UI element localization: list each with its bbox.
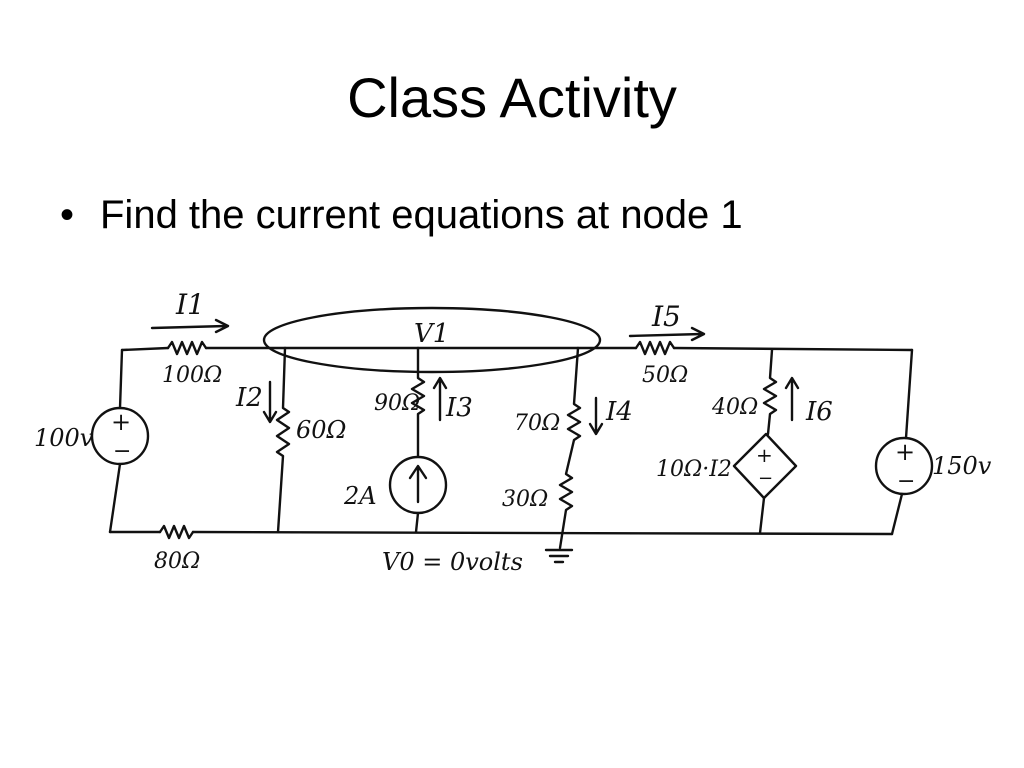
left-wire-lower	[108, 462, 122, 534]
bullet-text: Find the current equations at node 1	[100, 193, 743, 237]
current-i2-arrow	[262, 380, 278, 424]
right-wire-upper	[904, 348, 914, 440]
resistor-80-label: 80Ω	[154, 549, 200, 574]
current-i2-label: I2	[235, 383, 263, 413]
ground-symbol	[544, 548, 574, 564]
resistor-70-label: 70Ω	[514, 411, 560, 436]
bullet-marker: •	[60, 193, 75, 237]
branch-90-lower-wire	[414, 511, 420, 534]
branch-70-wire	[558, 346, 582, 550]
current-i4-arrow	[588, 396, 604, 436]
branch-40-lower-wire	[758, 496, 766, 535]
current-i3-arrow	[432, 376, 448, 422]
svg-text:−: −	[113, 439, 131, 464]
resistor-30-label: 30Ω	[502, 487, 548, 512]
svg-text:+: +	[756, 443, 773, 467]
source-2a-label: 2A	[343, 482, 377, 510]
ground-voltage-note: V0 = 0volts	[382, 548, 523, 576]
current-i5-label: I5	[651, 300, 681, 333]
right-wire-lower	[890, 492, 904, 536]
top-wire-right	[672, 346, 914, 352]
branch-90-wire	[410, 346, 426, 458]
resistor-40-label: 40Ω	[711, 395, 758, 420]
current-i5-arrow	[628, 326, 706, 342]
dependent-source-label: 10Ω·I2	[656, 457, 732, 482]
current-i4-label: I4	[605, 397, 633, 427]
branch-40-wire	[762, 348, 778, 436]
branch-60-wire	[275, 346, 291, 534]
svg-text:−: −	[897, 469, 915, 494]
left-wire-upper	[118, 348, 124, 410]
svg-text:+: +	[895, 438, 915, 466]
resistor-50-zigzag	[634, 340, 676, 356]
resistor-100-label: 100Ω	[162, 363, 222, 388]
current-i3-label: I3	[445, 393, 473, 423]
bullet-item: • Find the current equations at node 1	[60, 190, 743, 240]
source-100v-label: 100v	[34, 424, 94, 452]
resistor-90-label: 90Ω	[374, 391, 420, 416]
current-i6-label: I6	[805, 397, 833, 427]
source-2a-arrow	[408, 464, 428, 504]
current-i1-arrow	[150, 318, 230, 334]
current-i6-arrow	[784, 376, 800, 422]
node-v1-label: V1	[414, 319, 449, 349]
node-1-ellipse	[262, 306, 602, 374]
source-150v-symbol	[874, 436, 934, 496]
top-wire-left	[120, 346, 170, 352]
resistor-60-label: 60Ω	[296, 416, 346, 444]
resistor-50-label: 50Ω	[642, 363, 688, 388]
svg-text:+: +	[111, 408, 131, 436]
resistor-100-zigzag	[166, 340, 208, 356]
slide-title: Class Activity	[347, 66, 677, 129]
bottom-wire-right	[191, 530, 894, 536]
resistor-80-zigzag	[158, 524, 195, 540]
circuit-diagram: + − 100v 60Ω I2 90Ω I3 2A 70Ω I4 30Ω + −…	[34, 288, 992, 576]
current-i1-label: I1	[175, 288, 205, 321]
source-150v-label: 150v	[932, 452, 992, 480]
svg-text:−: −	[758, 468, 773, 489]
